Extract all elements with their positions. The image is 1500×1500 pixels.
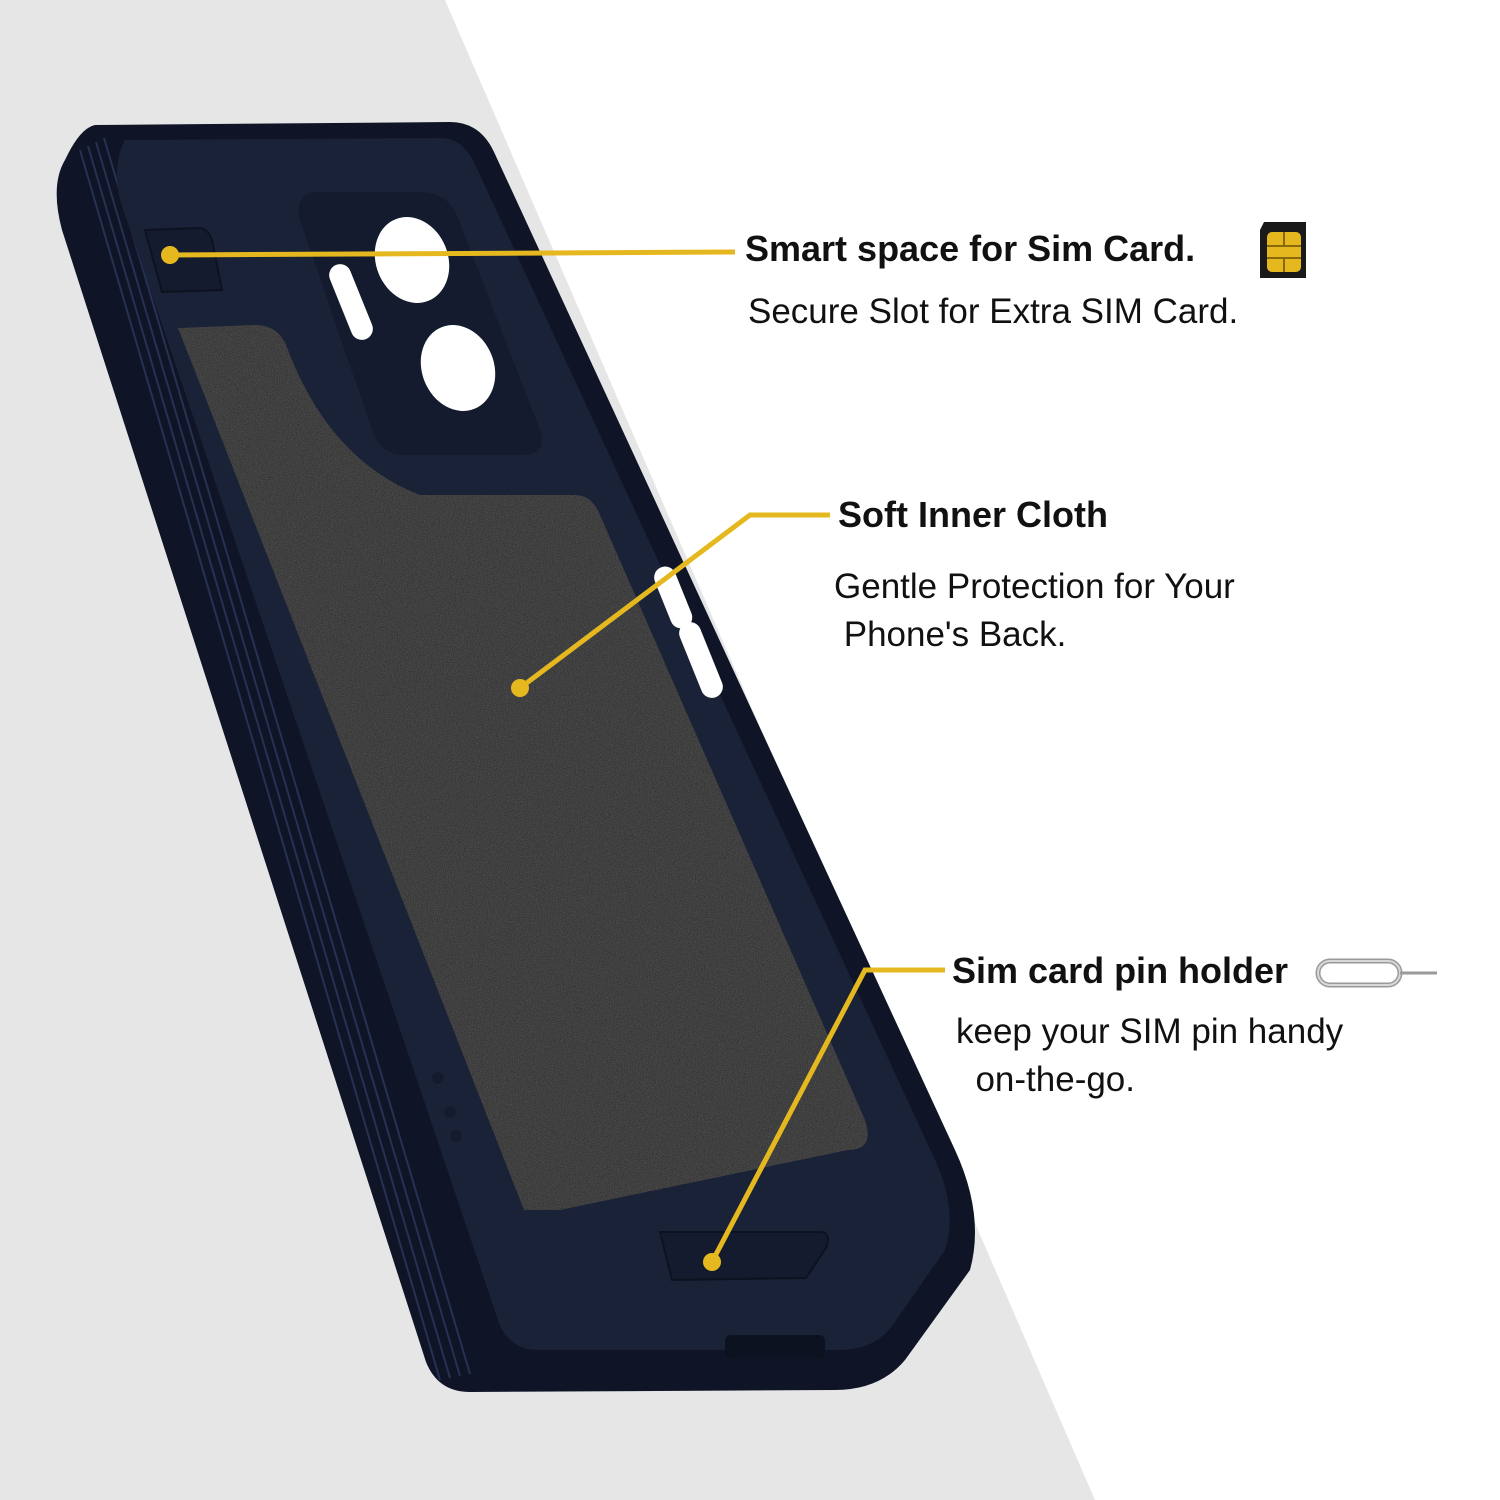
feature-title-sim-space: Smart space for Sim Card. [745,228,1196,269]
feature-desc-sim-space: Secure Slot for Extra SIM Card. [748,288,1238,336]
feature-desc-soft-cloth: Gentle Protection for Your Phone's Back. [834,563,1235,659]
side-button-cutout-2 [679,622,723,698]
camera-lens-hole-top [374,217,450,303]
feature-desc-line: Gentle Protection for Your [834,567,1235,606]
feature-title-soft-cloth: Soft Inner Cloth [838,494,1108,535]
phone-case [56,122,975,1392]
feature-desc-line: keep your SIM pin handy [956,1012,1344,1051]
sim-slot [143,226,224,294]
callout-pin-holder [703,967,945,1271]
soft-inner-cloth [178,325,868,1210]
callout-sim-space [161,246,736,264]
sim-card-icon [1260,222,1306,278]
feature-desc-line: on-the-go. [956,1060,1135,1099]
sim-eject-pin-icon [1315,958,1437,988]
bottom-port [725,1335,825,1359]
callout-soft-cloth [511,512,830,697]
pin-holder-slot [658,1231,829,1282]
feature-title-pin-holder: Sim card pin holder [952,950,1289,991]
camera-lens-hole-bottom [420,325,496,411]
feature-desc-line: Secure Slot for Extra SIM Card. [748,292,1239,331]
feature-desc-line: Phone's Back. [834,615,1067,654]
feature-desc-pin-holder: keep your SIM pin handy on-the-go. [956,1008,1343,1104]
flash-slot [329,264,373,340]
